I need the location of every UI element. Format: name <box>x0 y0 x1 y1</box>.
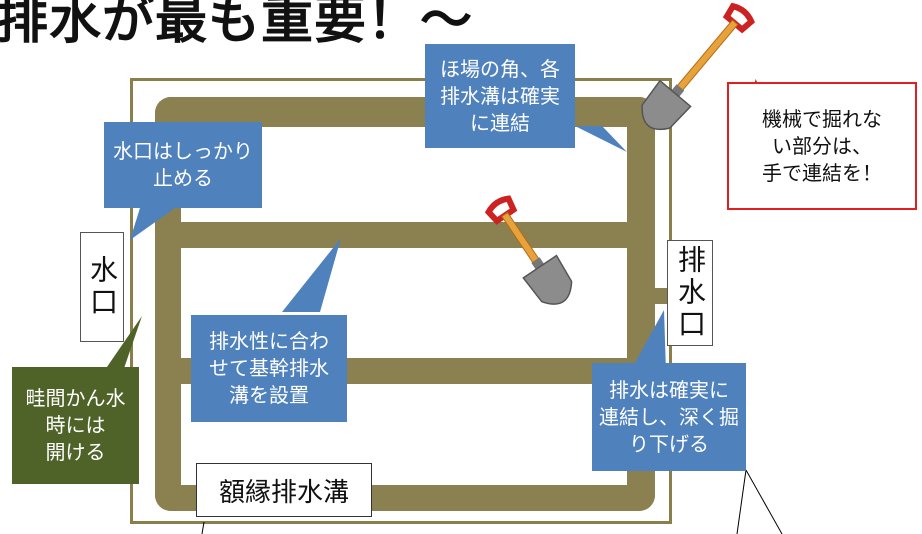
callout-tail-outlet <box>630 310 666 372</box>
page-title: 排水が最も重要！～ <box>0 0 474 51</box>
callout-manual: 機械で掘れな い部分は、 手で連結を！ <box>727 82 917 210</box>
callout-ridge-irrigation: 畦間かん水 時には 開ける <box>12 367 139 484</box>
callout-tail-inlet-stop <box>130 208 175 240</box>
shovel-icon <box>641 2 755 130</box>
outlet: 排水口 <box>667 240 713 346</box>
callout-tail-main-ditch <box>282 238 341 312</box>
callout-tail-ridge <box>98 316 142 380</box>
leader-line-b <box>745 469 783 534</box>
main-ditch-upper <box>155 222 655 248</box>
callout-outlet-connect: 排水は確実に 連結し、深く掘 り下げる <box>592 363 746 471</box>
callout-main-ditch: 排水性に合わ せて基幹排水 溝を設置 <box>191 315 347 422</box>
callout-inlet-stop: 水口はしっかり 止める <box>104 122 262 208</box>
inlet: 水口 <box>80 232 124 342</box>
callout-tail-corners <box>575 126 627 152</box>
leader-line-a <box>736 469 747 534</box>
shovel-icon <box>484 195 573 305</box>
outlet-connector <box>655 288 669 304</box>
callout-corners: ほ場の角、各 排水溝は確実 に連結 <box>425 44 575 148</box>
perimeter-ditch-label: 額縁排水溝 <box>196 463 372 517</box>
leader-line-c <box>201 521 205 534</box>
